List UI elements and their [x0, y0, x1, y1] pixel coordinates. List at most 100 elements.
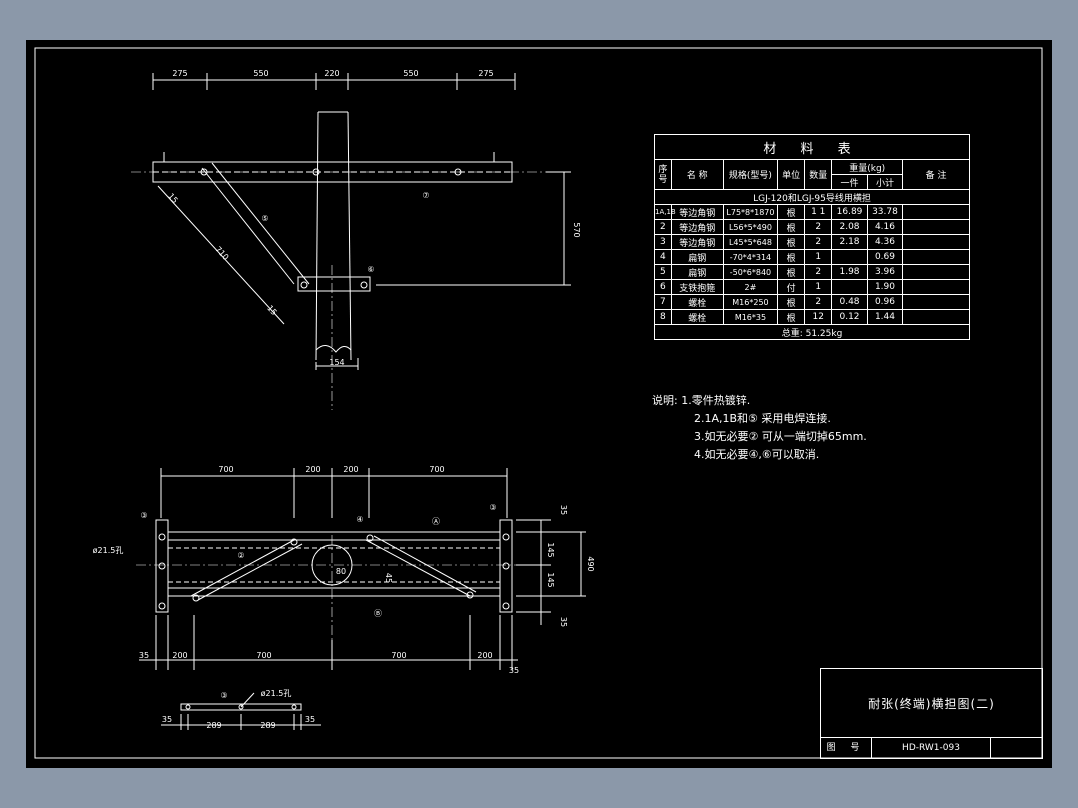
plan-dim-right-total: 490 [586, 556, 595, 571]
cell-sub: 0.69 [866, 249, 904, 265]
note-line: 说明: 1.零件热镀锌. [652, 392, 867, 410]
cell-each: 2.08 [831, 219, 868, 235]
hole-label: ø21.5孔 [93, 546, 124, 555]
plan-dim-bottom-5: 200 [477, 651, 492, 660]
cell-name: 螺栓 [670, 294, 724, 310]
top-dim-2: 550 [253, 69, 268, 78]
part-7-label: ⑦ [422, 191, 429, 200]
header-spec: 规格(型号) [722, 159, 779, 190]
cell-qty: 2 [804, 234, 833, 250]
header-seq: 序号 [654, 159, 672, 190]
cell-sub: 4.16 [866, 219, 904, 235]
cell-spec: -70*4*314 [722, 249, 779, 265]
dim-45: 45 [384, 573, 393, 583]
plan-dim-top-4: 700 [429, 465, 444, 474]
elevation-view [131, 73, 571, 410]
cad-drawing: 275 550 220 550 275 ⑦ ⑤ ⑥ 570 154 15 710… [34, 47, 1043, 759]
cell-name: 扁钢 [670, 264, 724, 280]
materials-table: 材 料 表 序号 名 称 规格(型号) 单位 数量 重量(kg) 备 注 一件 … [654, 134, 970, 340]
cell-each: 2.18 [831, 234, 868, 250]
table-row: 2 等边角钢 L56*5*490 根 2 2.08 4.16 [654, 219, 970, 235]
plan-dim-top-2: 200 [305, 465, 320, 474]
part-6-label: ⑥ [367, 265, 374, 274]
detail-dim-1: 35 [162, 715, 172, 724]
cell-remark [902, 249, 970, 265]
detail-view [161, 692, 321, 730]
table-row: 6 支铁抱箍 2# 付 1 1.90 [654, 279, 970, 295]
header-name: 名 称 [670, 159, 724, 190]
dim-80: 80 [336, 567, 346, 576]
notes-prefix: 说明: [652, 394, 678, 407]
header-remark: 备 注 [902, 159, 970, 190]
cell-each: 1.98 [831, 264, 868, 280]
part-3a-label: ③ [140, 511, 147, 520]
cell-seq: 6 [654, 279, 672, 295]
table-row: 4 扁钢 -70*4*314 根 1 0.69 [654, 249, 970, 265]
inner-frame [34, 47, 1043, 759]
plan-dim-right-4: 35 [559, 617, 568, 627]
diag-dim-a: 15 [166, 192, 180, 206]
materials-subtitle: LGJ-120和LGJ-95导线用横担 [654, 189, 970, 205]
drawing-number-label: 图 号 [821, 738, 872, 758]
cell-spec: L75*8*1870 [722, 204, 779, 220]
cell-unit: 付 [777, 279, 806, 295]
cell-remark [902, 294, 970, 310]
plan-dim-right-3: 145 [546, 572, 555, 587]
cell-unit: 根 [777, 249, 806, 265]
cell-remark [902, 234, 970, 250]
cell-remark [902, 309, 970, 325]
cell-seq: 7 [654, 294, 672, 310]
cell-sub: 3.96 [866, 264, 904, 280]
dim-570: 570 [572, 222, 581, 237]
detail-dim-4: 35 [305, 715, 315, 724]
note-2: 2.1A,1B和⑤ 采用电焊连接. [694, 412, 831, 425]
title-block: 耐张(终端)横担图(二) 图 号 HD-RW1-093 [820, 668, 1043, 759]
top-dim-4: 550 [403, 69, 418, 78]
part-2-label: ② [237, 551, 244, 560]
diag-dim-b: 710 [213, 245, 230, 262]
header-each: 一件 [831, 174, 868, 190]
header-unit: 单位 [777, 159, 806, 190]
plan-dim-bottom-3: 700 [256, 651, 271, 660]
materials-title: 材 料 表 [654, 134, 970, 160]
note-1: 1.零件热镀锌. [681, 394, 751, 407]
part-a-label: Ⓐ [432, 517, 440, 526]
cell-remark [902, 204, 970, 220]
plan-dim-top-1: 700 [218, 465, 233, 474]
cell-qty: 2 [804, 219, 833, 235]
cell-seq: 5 [654, 264, 672, 280]
plan-dim-bottom-6: 35 [509, 666, 519, 675]
cell-seq: 3 [654, 234, 672, 250]
cell-each: 0.12 [831, 309, 868, 325]
cell-sub: 0.96 [866, 294, 904, 310]
cell-sub: 4.36 [866, 234, 904, 250]
top-dim-5: 275 [478, 69, 493, 78]
note-3: 3.如无必要② 可从一端切掉65mm. [694, 430, 867, 443]
cell-spec: L56*5*490 [722, 219, 779, 235]
cell-qty: 2 [804, 294, 833, 310]
cell-name: 等边角钢 [670, 234, 724, 250]
cell-spec: 2# [722, 279, 779, 295]
cell-remark [902, 279, 970, 295]
cell-unit: 根 [777, 219, 806, 235]
cell-seq: 1A,1B [654, 204, 676, 220]
detail-hole-label: ø21.5孔 [261, 689, 292, 698]
cell-unit: 根 [777, 264, 806, 280]
cell-each [831, 279, 868, 295]
cell-qty: 1 [804, 279, 833, 295]
plan-dim-bottom-4: 700 [391, 651, 406, 660]
table-row: 1A,1B 等边角钢 L75*8*1870 根 1 1 16.89 33.78 [654, 204, 970, 220]
cell-unit: 根 [777, 309, 806, 325]
plan-dim-right-2: 145 [546, 542, 555, 557]
cell-unit: 根 [777, 234, 806, 250]
cell-spec: L45*5*648 [722, 234, 779, 250]
cell-seq: 2 [654, 219, 672, 235]
plan-dim-right-1: 35 [559, 505, 568, 515]
cell-sub: 33.78 [866, 204, 904, 220]
header-qty: 数量 [804, 159, 833, 190]
part-b-label: Ⓑ [374, 609, 382, 618]
cell-seq: 4 [654, 249, 672, 265]
cell-qty: 1 [804, 249, 833, 265]
cell-remark [902, 219, 970, 235]
plan-dim-top-3: 200 [343, 465, 358, 474]
